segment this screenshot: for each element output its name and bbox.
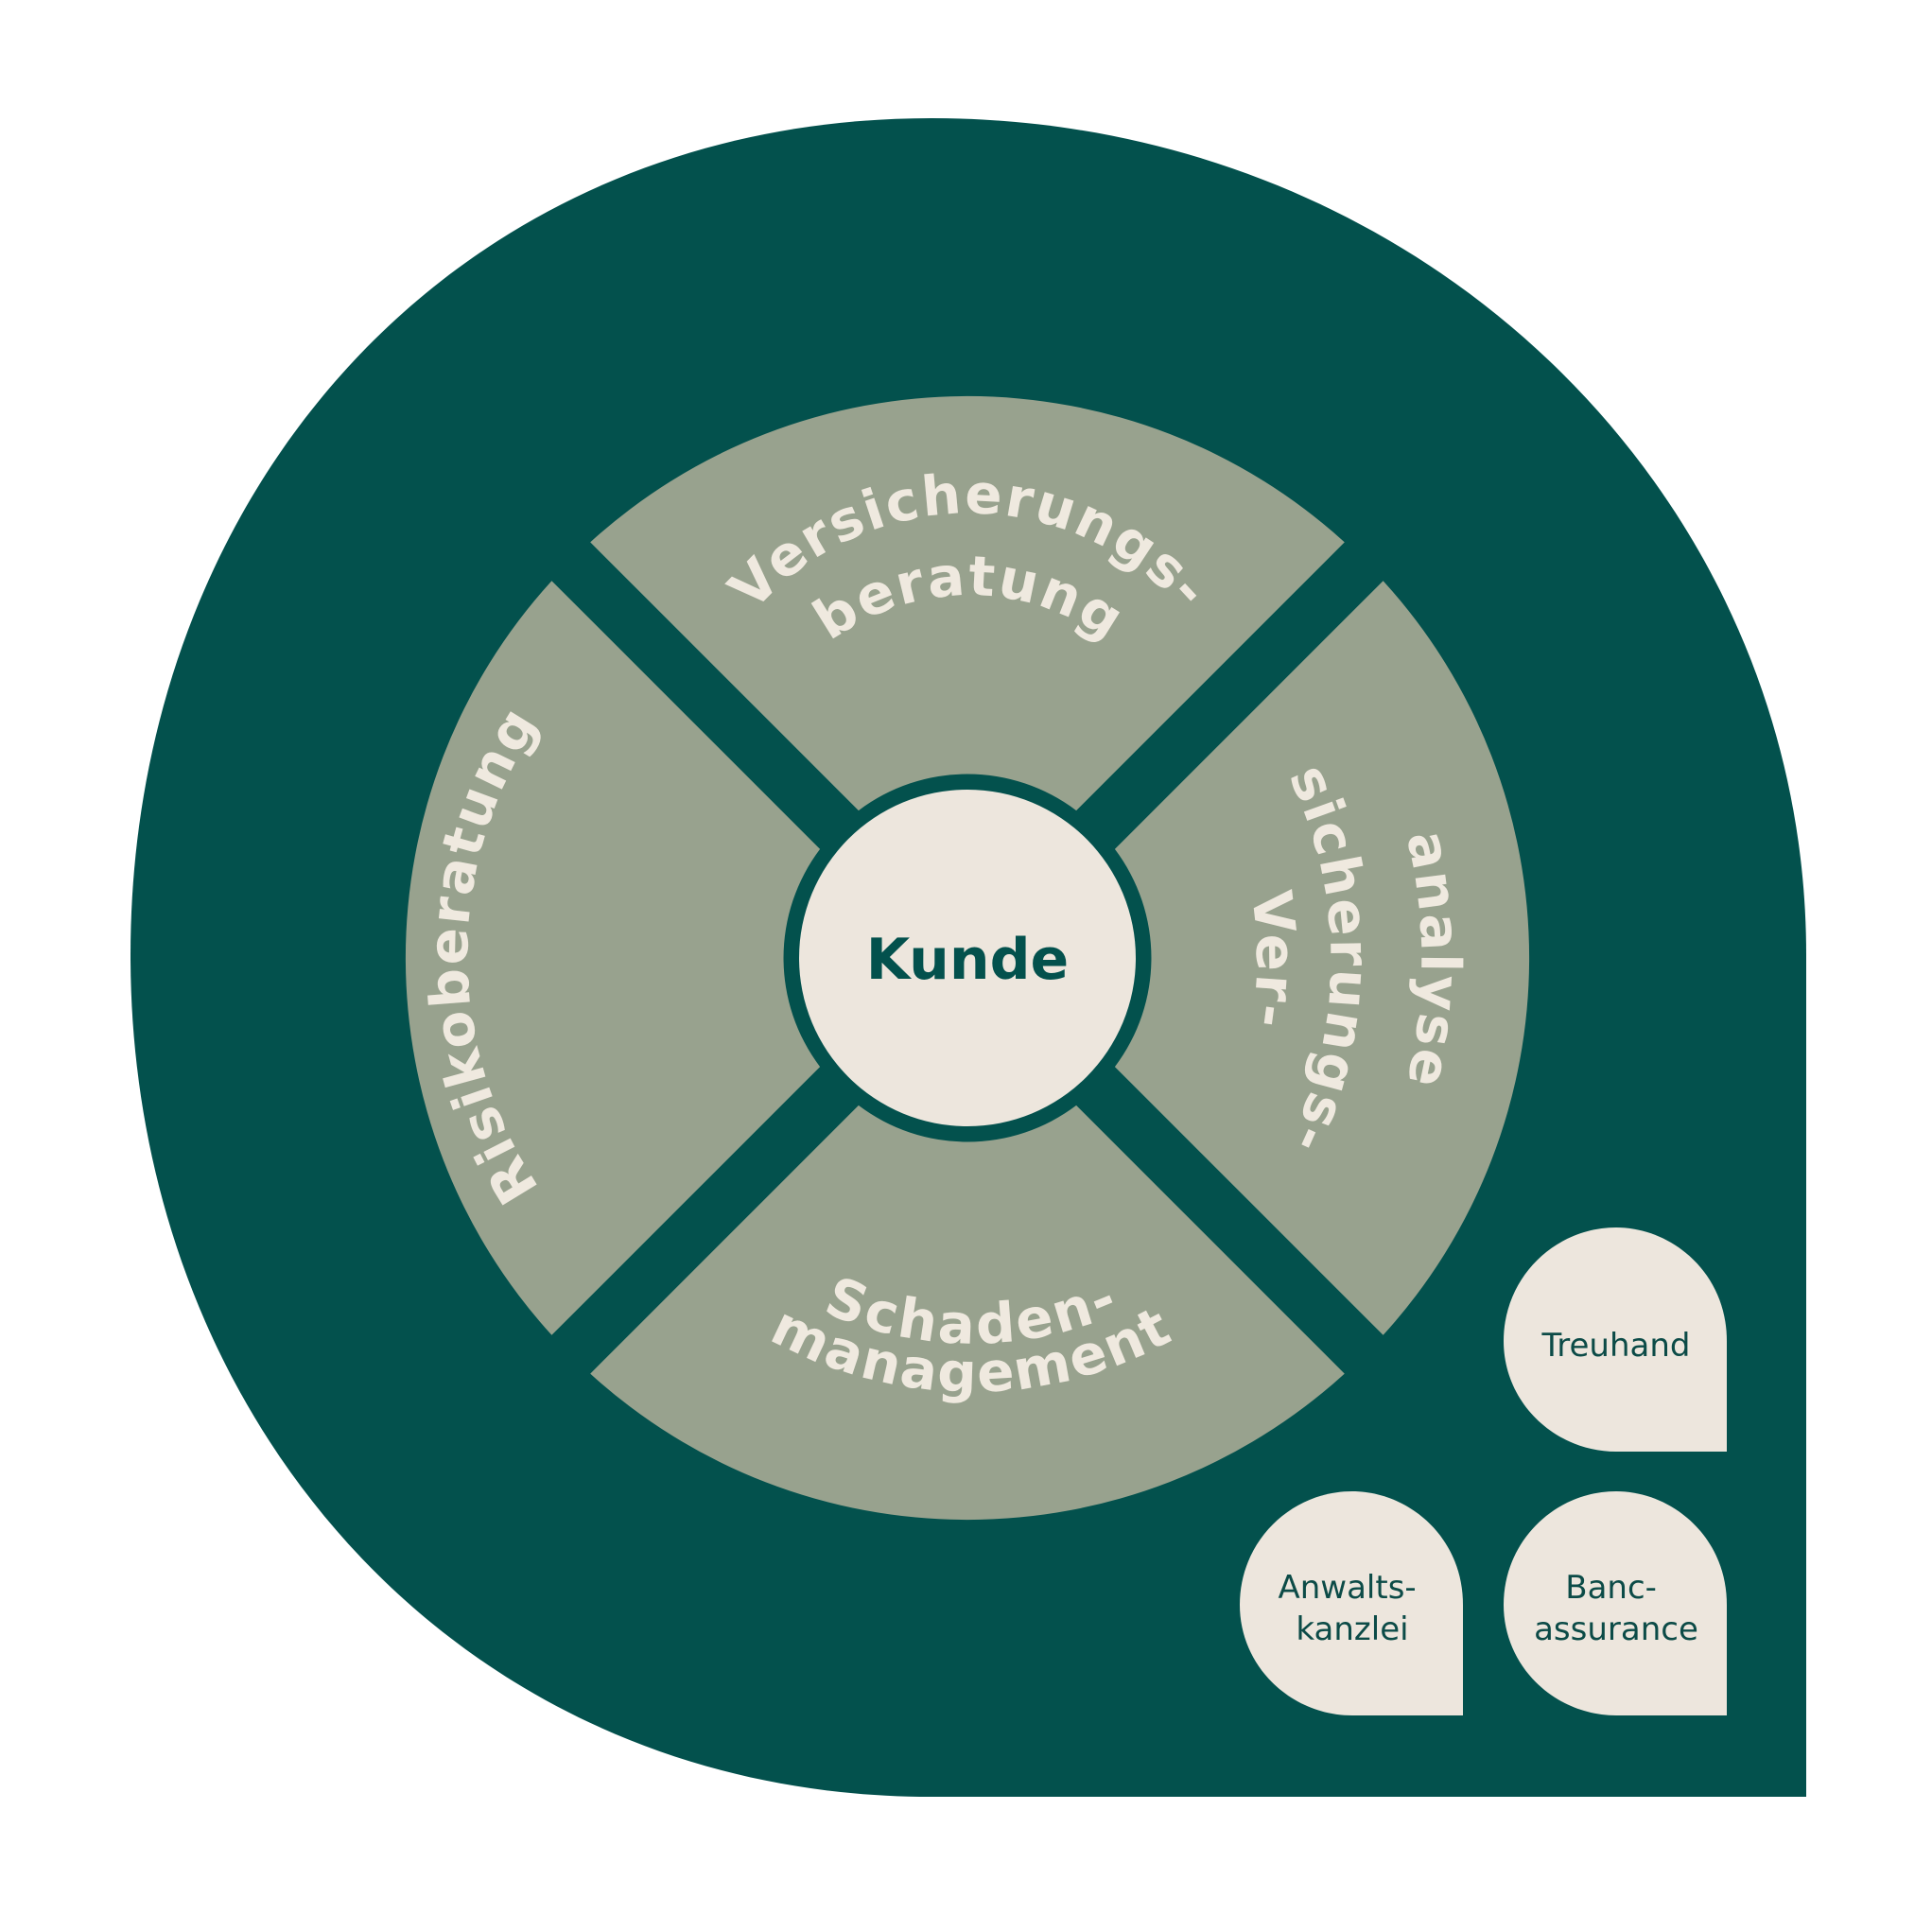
- segment-left: [405, 581, 821, 1335]
- partner-bancassurance-bubble: [1504, 1491, 1727, 1715]
- segment-bottom: [590, 1105, 1345, 1521]
- partner-treuhand-label: Treuhand: [1541, 1327, 1691, 1365]
- partner-anwaltskanzlei-label: Anwalts- kanzlei: [1278, 1569, 1426, 1648]
- segment-right: [1114, 581, 1530, 1335]
- center-label: Kunde: [866, 927, 1070, 993]
- partner-treuhand-bubble: [1504, 1227, 1727, 1452]
- center-circle: [799, 790, 1136, 1126]
- partner-anwaltskanzlei-bubble: [1240, 1491, 1463, 1715]
- segment-top: [590, 395, 1345, 811]
- segment-right-label-line1: Ver-: [1239, 887, 1309, 1033]
- partner-bancassurance-label: Banc- assurance: [1534, 1569, 1698, 1648]
